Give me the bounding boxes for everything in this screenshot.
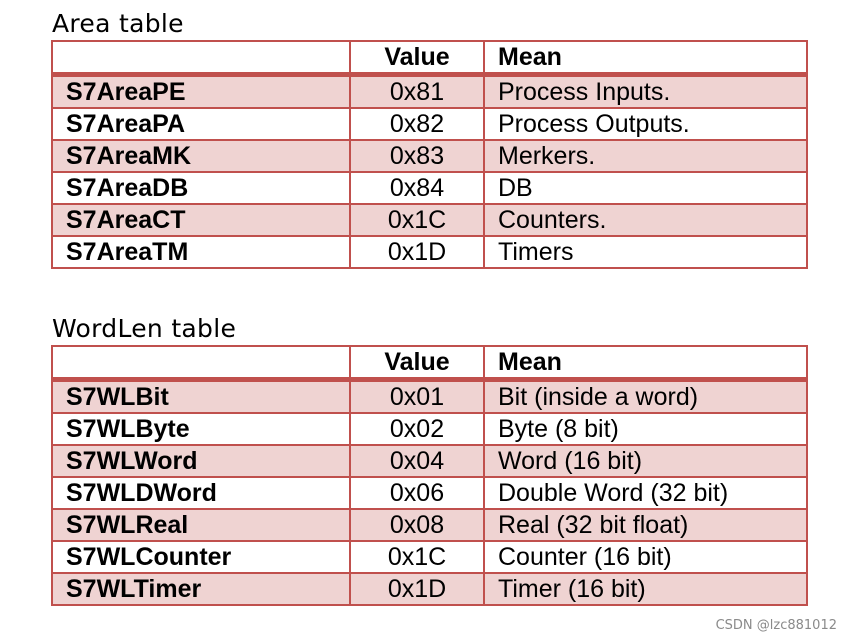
table-header-row: Value Mean [51,345,808,382]
name-cell: S7AreaPE [51,73,351,109]
table-row: S7WLTimer 0x1D Timer (16 bit) [51,572,808,606]
table-row: S7WLWord 0x04 Word (16 bit) [51,444,808,478]
table-header-row: Value Mean [51,40,808,77]
value-cell: 0x81 [349,73,485,109]
table-row: S7AreaTM 0x1D Timers [51,235,808,269]
table-row: S7AreaPE 0x81 Process Inputs. [51,73,808,109]
value-cell: 0x08 [349,508,485,542]
mean-cell: Timers [483,235,808,269]
value-cell: 0x1D [349,572,485,606]
table-row: S7WLCounter 0x1C Counter (16 bit) [51,540,808,574]
mean-cell: Process Outputs. [483,107,808,141]
name-cell: S7WLDWord [51,476,351,510]
area-table-title: Area table [52,9,184,38]
table-row: S7WLDWord 0x06 Double Word (32 bit) [51,476,808,510]
table-row: S7AreaCT 0x1C Counters. [51,203,808,237]
name-cell: S7WLWord [51,444,351,478]
area-table: Value Mean S7AreaPE 0x81 Process Inputs.… [51,40,808,269]
mean-cell: Counter (16 bit) [483,540,808,574]
value-cell: 0x82 [349,107,485,141]
table-row: S7AreaPA 0x82 Process Outputs. [51,107,808,141]
table-row: S7AreaMK 0x83 Merkers. [51,139,808,173]
header-mean: Mean [483,345,808,382]
name-cell: S7WLCounter [51,540,351,574]
table-row: S7WLByte 0x02 Byte (8 bit) [51,412,808,446]
name-cell: S7AreaMK [51,139,351,173]
name-cell: S7WLTimer [51,572,351,606]
header-mean: Mean [483,40,808,77]
name-cell: S7WLByte [51,412,351,446]
value-cell: 0x1D [349,235,485,269]
header-value: Value [349,345,485,382]
table-row: S7WLReal 0x08 Real (32 bit float) [51,508,808,542]
mean-cell: Counters. [483,203,808,237]
header-name [51,345,351,382]
header-name [51,40,351,77]
mean-cell: Word (16 bit) [483,444,808,478]
name-cell: S7AreaPA [51,107,351,141]
value-cell: 0x83 [349,139,485,173]
wordlen-table-title: WordLen table [52,314,237,343]
mean-cell: Merkers. [483,139,808,173]
value-cell: 0x01 [349,378,485,414]
wordlen-table: Value Mean S7WLBit 0x01 Bit (inside a wo… [51,345,808,606]
name-cell: S7WLReal [51,508,351,542]
name-cell: S7AreaTM [51,235,351,269]
mean-cell: Byte (8 bit) [483,412,808,446]
name-cell: S7AreaCT [51,203,351,237]
value-cell: 0x04 [349,444,485,478]
name-cell: S7WLBit [51,378,351,414]
table-row: S7AreaDB 0x84 DB [51,171,808,205]
value-cell: 0x1C [349,203,485,237]
mean-cell: DB [483,171,808,205]
mean-cell: Bit (inside a word) [483,378,808,414]
mean-cell: Process Inputs. [483,73,808,109]
name-cell: S7AreaDB [51,171,351,205]
value-cell: 0x06 [349,476,485,510]
mean-cell: Real (32 bit float) [483,508,808,542]
header-value: Value [349,40,485,77]
mean-cell: Double Word (32 bit) [483,476,808,510]
table-row: S7WLBit 0x01 Bit (inside a word) [51,378,808,414]
value-cell: 0x02 [349,412,485,446]
value-cell: 0x1C [349,540,485,574]
watermark-text: CSDN @lzc881012 [715,618,837,633]
value-cell: 0x84 [349,171,485,205]
mean-cell: Timer (16 bit) [483,572,808,606]
